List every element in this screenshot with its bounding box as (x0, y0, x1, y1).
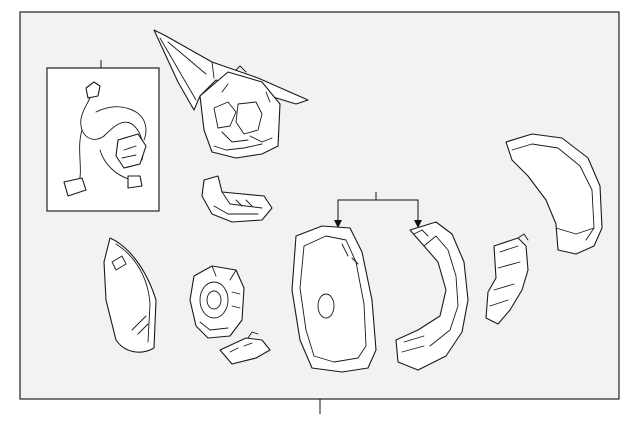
bezel-icon (291, 225, 377, 373)
motor-bracket (219, 331, 271, 365)
bracket-icon (219, 331, 271, 365)
arrow-down-icon (334, 220, 342, 228)
mirror-glass-icon (103, 237, 157, 353)
case-group-leader (334, 192, 422, 228)
mirror-base-cover (201, 175, 273, 223)
mirror-skull-cap (505, 133, 603, 255)
motor-icon (189, 265, 245, 339)
cap-icon (505, 133, 603, 255)
mirror-case-lower (395, 221, 469, 371)
mirror-housing-assembly (153, 29, 309, 159)
turn-signal-lamp (485, 233, 529, 325)
mirror-harness-inset (46, 60, 160, 212)
mirror-housing-icon (153, 29, 309, 159)
lamp-icon (485, 233, 529, 325)
case-icon (395, 221, 469, 371)
base-cover-icon (201, 175, 273, 223)
mirror-motor-actuator (189, 265, 245, 339)
wiring-harness-icon (63, 81, 147, 197)
mirror-glass (103, 237, 157, 353)
arrow-down-icon (414, 220, 422, 228)
mirror-case-bezel (291, 225, 377, 373)
